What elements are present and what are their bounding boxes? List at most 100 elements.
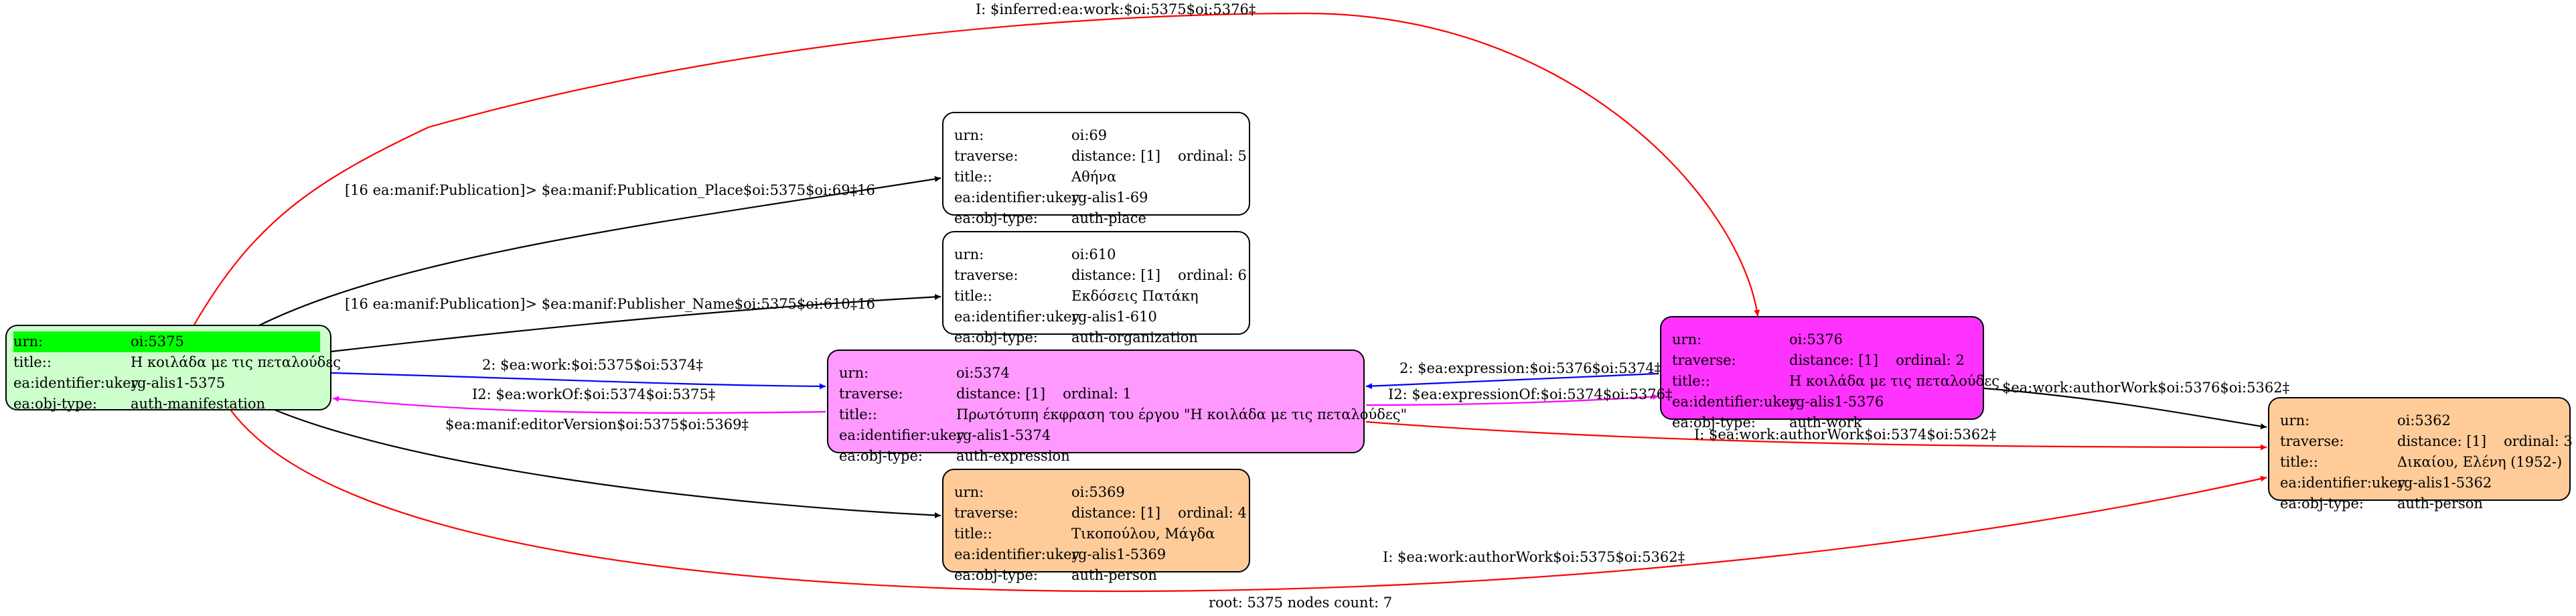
node-title-row: title:: Η κοιλάδα με τις πεταλούδες bbox=[13, 352, 341, 373]
node-ordinal-value: ordinal: 1 bbox=[1063, 386, 1132, 402]
node-oi-5376[interactable]: urn:oi:5376 traverse:distance: [1]ordina… bbox=[1660, 316, 1999, 431]
edge-label-work: 2: $ea:work:$oi:5375$oi:5374‡ bbox=[482, 357, 703, 373]
node-ukey-key: ea:identifier:ukey bbox=[954, 189, 1080, 206]
edge-work bbox=[331, 372, 826, 390]
node-title-value: Πρωτότυπη έκφραση του έργου "Η κοιλάδα μ… bbox=[956, 406, 1408, 422]
node-title-row: title::Εκδόσεις Πατάκη bbox=[954, 286, 1238, 307]
node-ukey-key: ea:identifier:ukey bbox=[13, 375, 139, 391]
node-urn-key: urn: bbox=[954, 484, 984, 500]
node-traverse-key: traverse: bbox=[839, 386, 903, 402]
node-traverse-row: traverse:distance: [1]ordinal: 6 bbox=[954, 265, 1247, 286]
node-title-value: Αθήνα bbox=[1071, 169, 1117, 185]
node-traverse-row: traverse:distance: [1]ordinal: 3 bbox=[2280, 431, 2573, 452]
node-oi-5375[interactable]: urn: oi:5375 title:: Η κοιλάδα με τις πε… bbox=[5, 325, 341, 412]
edge-author-work-5374 bbox=[1365, 420, 2267, 451]
node-ukey-key: ea:identifier:ukey bbox=[2280, 475, 2406, 491]
node-type-key: ea:obj-type: bbox=[1672, 414, 1756, 431]
node-title-key: title:: bbox=[954, 288, 992, 304]
edge-label-work-of: I2: $ea:workOf:$oi:5374$oi:5375‡ bbox=[472, 386, 716, 402]
node-ordinal-value: ordinal: 3 bbox=[2504, 433, 2573, 449]
node-oi-5362[interactable]: urn:oi:5362 traverse:distance: [1]ordina… bbox=[2268, 397, 2573, 512]
node-traverse-row: traverse:distance: [1]ordinal: 2 bbox=[1672, 350, 1972, 371]
node-oi-69[interactable]: urn:oi:69 traverse:distance: [1]ordinal:… bbox=[942, 112, 1250, 226]
node-ukey-value: rg-alis1-5369 bbox=[1071, 546, 1166, 562]
node-urn-value: oi:610 bbox=[1071, 246, 1116, 262]
node-distance-value: distance: [1] bbox=[1789, 352, 1879, 368]
edge-editor-version bbox=[274, 408, 941, 519]
node-urn-key: urn: bbox=[839, 365, 869, 381]
node-type-value: auth-expression bbox=[956, 448, 1070, 464]
edge-expression-of bbox=[1365, 394, 1659, 406]
node-title-row: title::Δικαίου, Ελένη (1952-) bbox=[2280, 452, 2563, 473]
node-urn-value: oi:5375 bbox=[131, 333, 184, 350]
node-traverse-row: traverse:distance: [1]ordinal: 4 bbox=[954, 503, 1247, 524]
node-type-key: ea:obj-type: bbox=[954, 210, 1038, 226]
node-type-row: ea:obj-type: auth-person bbox=[954, 565, 1238, 586]
node-ukey-value: rg-alis1-5362 bbox=[2397, 475, 2492, 491]
node-type-value: auth-manifestation bbox=[131, 396, 266, 412]
node-traverse-key: traverse: bbox=[954, 267, 1018, 283]
node-urn-row: urn: oi:610 bbox=[954, 244, 1238, 265]
edge-label-editor-version: $ea:manif:editorVersion$oi:5375$oi:5369‡ bbox=[445, 416, 749, 433]
node-oi-610[interactable]: urn: oi:610 traverse:distance: [1]ordinal… bbox=[942, 231, 1250, 345]
node-type-value: auth-organization bbox=[1071, 329, 1198, 345]
node-type-row: ea:obj-type:auth-person bbox=[2280, 493, 2559, 514]
node-title-row: title::Πρωτότυπη έκφραση του έργου "Η κο… bbox=[839, 404, 1407, 425]
node-oi-5369[interactable]: urn: oi:5369 traverse:distance: [1]ordina… bbox=[942, 469, 1250, 583]
node-title-key: title:: bbox=[839, 406, 877, 422]
edge-label-pub-name: [16 ea:manif:Publication]> $ea:manif:Pub… bbox=[345, 296, 876, 312]
edge-label-author-work-5374: I: $ea:work:authorWork$oi:5374$oi:5362‡ bbox=[1694, 427, 1997, 443]
node-ukey-value: rg-alis1-5374 bbox=[956, 427, 1051, 443]
node-title-value: Εκδόσεις Πατάκη bbox=[1071, 288, 1199, 304]
node-title-value: Τικοπούλου, Μάγδα bbox=[1071, 526, 1215, 542]
node-urn-value: oi:5369 bbox=[1071, 484, 1125, 500]
node-title-value: Δικαίου, Ελένη (1952-) bbox=[2397, 454, 2563, 470]
edge-label-author-work-5376: $ea:work:authorWork$oi:5376$oi:5362‡ bbox=[2002, 380, 2290, 396]
node-title-row: title::Τικοπούλου, Μάγδα bbox=[954, 524, 1238, 544]
node-type-row: ea:obj-type:auth-place bbox=[954, 208, 1238, 229]
edge-label-pub-place: [16 ea:manif:Publication]> $ea:manif:Pub… bbox=[345, 182, 875, 198]
edge-label-author-work-5375: I: $ea:work:authorWork$oi:5375$oi:5362‡ bbox=[1383, 549, 1685, 565]
node-type-value: auth-person bbox=[2397, 495, 2483, 512]
node-type-key: ea:obj-type: bbox=[954, 329, 1038, 345]
node-urn-row: urn:oi:5374 bbox=[839, 363, 1353, 384]
node-ukey-key: ea:identifier:ukey bbox=[954, 309, 1080, 325]
node-urn-row: urn:oi:5376 bbox=[1672, 329, 1972, 350]
node-ukey-key: ea:identifier:ukey bbox=[839, 427, 965, 443]
node-urn-value: oi:5362 bbox=[2397, 412, 2451, 429]
node-ukey-key: ea:identifier:ukey bbox=[1672, 394, 1798, 410]
node-title-value: Η κοιλάδα με τις πεταλούδες bbox=[131, 354, 341, 370]
edge-label-inferred: I: $inferred:ea:work:$oi:5375$oi:5376‡ bbox=[976, 1, 1256, 17]
node-ukey-value: rg-alis1-610 bbox=[1071, 309, 1157, 325]
node-traverse-row: traverse:distance: [1]ordinal: 1 bbox=[839, 384, 1353, 404]
edge-label-expression: 2: $ea:expression:$oi:5376$oi:5374‡ bbox=[1399, 360, 1662, 376]
node-ordinal-value: ordinal: 6 bbox=[1178, 267, 1247, 283]
edge-pub-place bbox=[257, 175, 941, 327]
node-urn-value: oi:69 bbox=[1071, 127, 1108, 143]
node-type-value: auth-work bbox=[1789, 414, 1862, 431]
node-ordinal-value: ordinal: 2 bbox=[1896, 352, 1965, 368]
node-title-key: title:: bbox=[13, 354, 52, 370]
node-traverse-row: traverse:distance: [1]ordinal: 5 bbox=[954, 146, 1247, 167]
edge-inferred-5375-5376 bbox=[194, 12, 1760, 325]
edge-author-work-5375 bbox=[230, 410, 2267, 593]
graph-footer: root: 5375 nodes count: 7 bbox=[1209, 595, 1393, 611]
node-urn-key: urn: bbox=[1672, 331, 1702, 348]
node-oi-5374[interactable]: urn:oi:5374 traverse:distance: [1]ordina… bbox=[827, 350, 1407, 464]
node-title-key: title:: bbox=[2280, 454, 2318, 470]
node-type-key: ea:obj-type: bbox=[954, 567, 1038, 583]
node-title-key: title:: bbox=[954, 169, 992, 185]
node-distance-value: distance: [1] bbox=[1071, 505, 1161, 521]
node-urn-row: urn:oi:69 bbox=[954, 125, 1238, 146]
edge-expression bbox=[1365, 372, 1659, 390]
node-distance-value: distance: [1] bbox=[2397, 433, 2487, 449]
node-type-value: auth-person bbox=[1071, 567, 1157, 583]
node-urn-key: urn: bbox=[954, 246, 984, 262]
node-title-row: title::Αθήνα bbox=[954, 167, 1238, 187]
node-ukey-value: rg-alis1-69 bbox=[1071, 189, 1148, 206]
node-ordinal-value: ordinal: 5 bbox=[1178, 148, 1247, 164]
